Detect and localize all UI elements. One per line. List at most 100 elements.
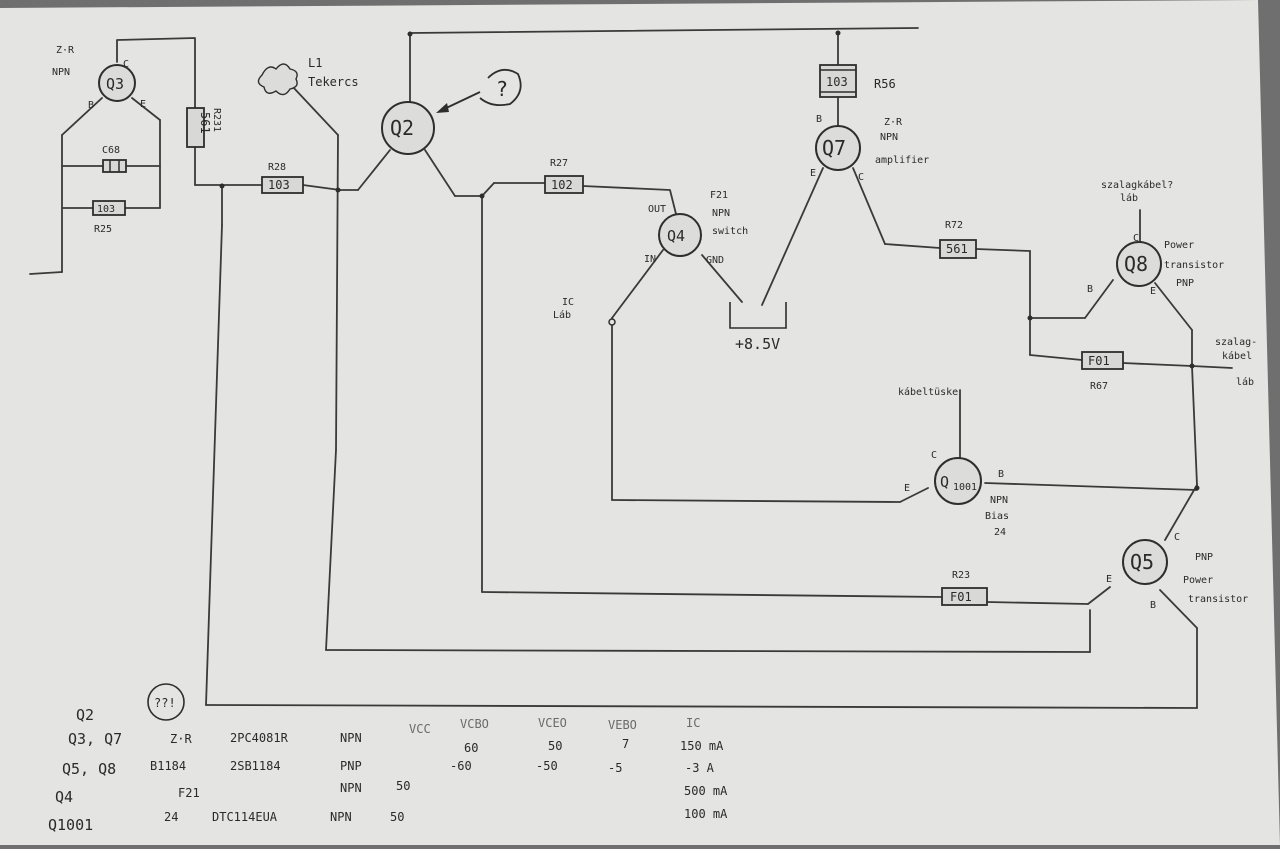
row-vcc: 50: [390, 810, 404, 824]
q3-c-pin: C: [123, 59, 129, 70]
row-id: Q3, Q7: [68, 730, 122, 748]
supply-8v5: +8.5V: [729, 302, 787, 353]
row-id: Q4: [55, 788, 73, 806]
transistor-q7: Q7 Z·R NPN amplifier B E C: [810, 114, 929, 183]
transistor-q1001: Q 1001 kábeltüske C E B NPN Bias 24: [898, 386, 1009, 538]
row-part: DTC114EUA: [212, 810, 278, 824]
table-mark: ??!: [147, 683, 185, 721]
q8-c-pin: C: [1133, 233, 1139, 244]
r67-code: F01: [1088, 354, 1110, 368]
q3-e-pin: E: [140, 99, 146, 110]
header-ic: IC: [686, 716, 700, 730]
table-mark-text: ??!: [154, 696, 176, 710]
q8-b-pin: B: [1087, 284, 1093, 295]
q1001-b-pin: B: [998, 469, 1004, 480]
r67-label: R67: [1090, 381, 1108, 392]
q8-note2: láb: [1120, 192, 1138, 204]
header-vcbo: VCBO: [460, 717, 489, 731]
resistor-r23: F01 R23: [941, 570, 988, 606]
ribbon-line2: kábel: [1222, 350, 1252, 362]
q2-question-callout: ?: [436, 68, 522, 113]
header-vebo: VEBO: [608, 718, 637, 732]
table-row: Q5, Q8 B1184 2SB1184 PNP -60 -50 -5 -3 A: [62, 759, 715, 778]
q5-type: PNP: [1195, 552, 1213, 563]
row-type: PNP: [340, 759, 362, 773]
q7-c-pin: C: [858, 172, 864, 183]
header-vcc: VCC: [409, 722, 431, 736]
coil-l1: L1 Tekercs: [257, 56, 359, 96]
r231-code: 561: [198, 112, 212, 134]
row-vebo: -5: [608, 761, 622, 775]
row-ic: -3 A: [685, 761, 715, 775]
q1001-sub: 1001: [953, 482, 977, 493]
ribbon-line1: szalag-: [1215, 337, 1257, 348]
q3-name: Q3: [106, 75, 124, 93]
ribbon-cable-label: szalag- kábel láb: [1215, 337, 1257, 388]
row-part: 2PC4081R: [230, 731, 289, 745]
r231-label: R231: [211, 108, 222, 132]
r72-code: 561: [946, 242, 968, 256]
resistor-r25: 103 R25: [92, 200, 126, 235]
q7-name: Q7: [822, 136, 846, 160]
ribbon-line3: láb: [1236, 376, 1254, 388]
q7-b-pin: B: [816, 114, 822, 125]
row-vceo: 50: [548, 739, 562, 753]
row-vcbo: -60: [450, 759, 472, 773]
ic-line1: IC: [562, 297, 574, 308]
r28-code: 103: [268, 178, 290, 192]
l1-name: L1: [308, 56, 322, 70]
capacitor-c68: C68: [102, 145, 127, 173]
r27-code: 102: [551, 178, 573, 192]
row-vceo: -50: [536, 759, 558, 773]
c68-label: C68: [102, 145, 120, 156]
table-row: Q4 F21 NPN 50 500 mA: [55, 779, 728, 806]
supply-label: +8.5V: [735, 335, 780, 353]
header-vceo: VCEO: [538, 716, 567, 730]
table-row: Q1001 24 DTC114EUA NPN 50 100 mA: [48, 807, 728, 834]
q1001-role: Bias: [985, 511, 1009, 522]
r72-label: R72: [945, 220, 963, 231]
row-id: Q1001: [48, 816, 93, 834]
q2-name: Q2: [390, 116, 414, 140]
row-type: NPN: [340, 781, 362, 795]
q8-role2: transistor: [1164, 260, 1224, 271]
q2-question-mark: ?: [496, 77, 508, 101]
q5-role2: transistor: [1188, 594, 1248, 605]
row-id: Q5, Q8: [62, 760, 116, 778]
q5-e-pin: E: [1106, 574, 1112, 585]
resistor-r27: 102 R27: [544, 158, 584, 194]
row-ic: 150 mA: [680, 739, 724, 753]
q7-type: NPN: [880, 132, 898, 143]
table-headers: VCC VCBO VCEO VEBO IC: [409, 716, 700, 736]
q1001-type: NPN: [990, 495, 1008, 506]
row-vebo: 7: [622, 737, 629, 751]
l1-desc: Tekercs: [308, 75, 359, 89]
ic-pin-label: IC Láb: [553, 297, 574, 321]
row-maker: 24: [164, 810, 178, 824]
row-vcbo: 60: [464, 741, 478, 755]
q5-name: Q5: [1130, 550, 1154, 574]
row-vcc: 50: [396, 779, 410, 793]
q4-gnd-pin: GND: [706, 255, 724, 266]
q5-b-pin: B: [1150, 600, 1156, 611]
q4-type: NPN: [712, 208, 730, 219]
q4-name: Q4: [667, 227, 685, 245]
transistor-q3: Q3 Z·R NPN C B E: [52, 45, 146, 111]
transistor-q4: Q4 F21 NPN switch OUT IN GND: [644, 190, 748, 266]
row-type: NPN: [340, 731, 362, 745]
q8-e-pin: E: [1150, 286, 1156, 297]
q1001-e-pin: E: [904, 483, 910, 494]
q5-role: Power: [1183, 575, 1213, 586]
q7-e-pin: E: [810, 168, 816, 179]
resistor-r56: 103 R56: [819, 64, 896, 98]
transistor-q2: Q2: [381, 101, 435, 155]
row-maker: B1184: [150, 759, 186, 773]
resistor-r231: 561 R231: [186, 107, 222, 148]
transistor-q5: Q5 PNP Power transistor C E B: [1106, 532, 1248, 611]
r28-label: R28: [268, 162, 286, 173]
ic-line2: Láb: [553, 309, 571, 321]
transistor-q8: Q8 szalagkábel? láb Power transistor PNP…: [1087, 179, 1224, 297]
row-ic: 500 mA: [684, 784, 728, 798]
